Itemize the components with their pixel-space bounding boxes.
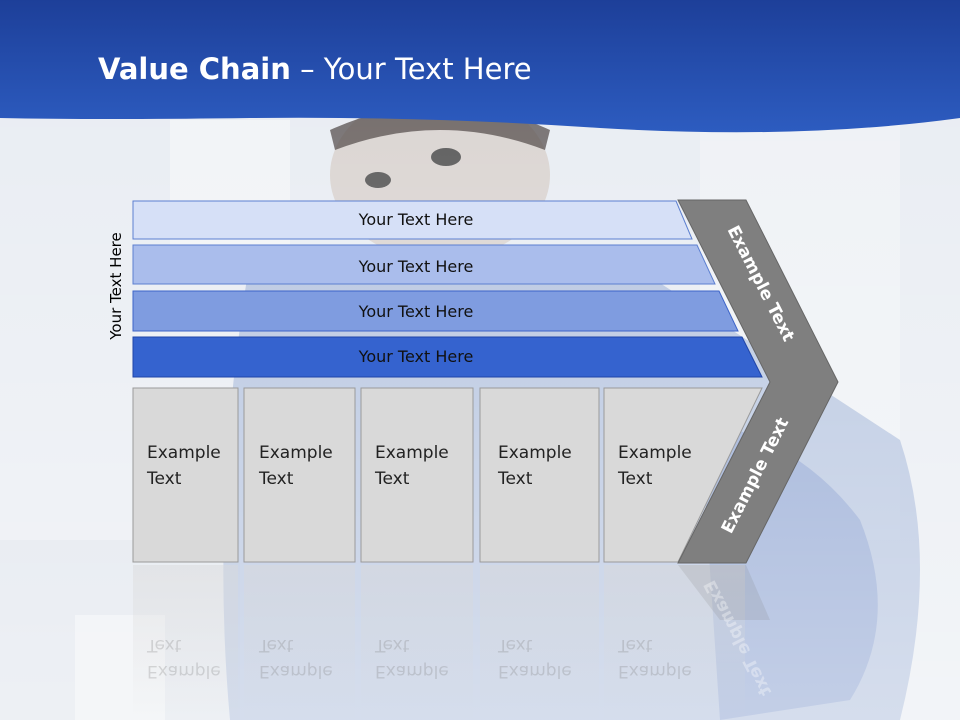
cell-3	[360, 387, 474, 563]
title-rest: – Your Text Here	[290, 52, 532, 86]
cell-reflection	[480, 565, 599, 720]
title-bold: Value Chain	[98, 52, 291, 86]
cell-reflection	[604, 565, 745, 720]
page-title: Value Chain – Your Text Here	[98, 52, 532, 86]
cell-reflection	[133, 565, 238, 720]
row-bar-3	[132, 290, 739, 332]
row-bar-1	[132, 200, 693, 240]
chevron-arrow	[677, 199, 839, 564]
row-label-3: Your Text Here	[358, 302, 474, 321]
row-label-1: Your Text Here	[358, 210, 474, 229]
row-bar-2	[132, 244, 716, 285]
reflection-group	[133, 565, 745, 720]
cell-4	[479, 387, 600, 563]
cell-2	[243, 387, 356, 563]
cell-1	[132, 387, 239, 563]
row-label-4: Your Text Here	[358, 347, 474, 366]
header-band	[0, 0, 960, 133]
cell-reflection	[361, 565, 473, 720]
row-label-2: Your Text Here	[358, 257, 474, 276]
cell-reflection	[244, 565, 355, 720]
chevron-reflection	[678, 565, 770, 620]
row-bar-4	[132, 336, 763, 378]
